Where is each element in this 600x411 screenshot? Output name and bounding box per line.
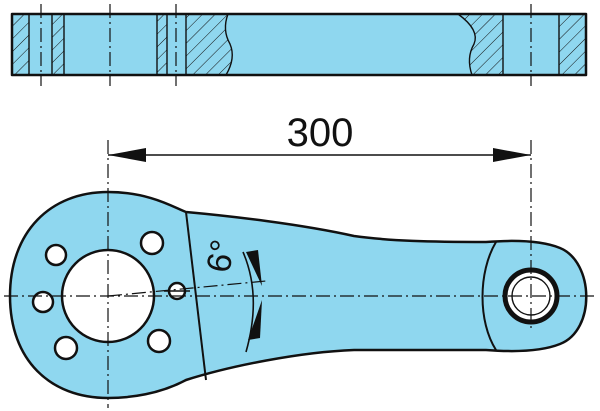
break-line-right bbox=[457, 13, 476, 76]
front-view bbox=[4, 140, 598, 408]
bolt-hole-top-left bbox=[44, 243, 68, 267]
hatch-right-break bbox=[458, 15, 503, 74]
length-dimension-label: 300 bbox=[287, 111, 354, 155]
angle-arrow-bottom bbox=[248, 300, 262, 340]
angle-dimension-label: 6° bbox=[200, 237, 243, 276]
angle-dimension: 6° bbox=[200, 237, 262, 353]
angle-arrow-top bbox=[246, 250, 262, 286]
hatch-right-outer bbox=[559, 15, 585, 74]
top-section-view bbox=[10, 4, 588, 86]
hatch-mid-break bbox=[186, 15, 233, 74]
angled-centerline bbox=[107, 280, 267, 297]
length-dimension: 300 bbox=[108, 111, 531, 162]
length-arrow-left bbox=[108, 148, 146, 162]
bolt-hole-bottom-left bbox=[53, 335, 79, 361]
angle-dim-arc bbox=[242, 251, 255, 353]
eye-boundary-line bbox=[481, 241, 497, 351]
hatch-left-outer bbox=[13, 15, 29, 74]
hatch-mid-left bbox=[157, 15, 167, 74]
break-line-left bbox=[224, 13, 233, 76]
bolt-hole-bottom-right bbox=[146, 328, 172, 354]
hatch-left-inner bbox=[52, 15, 64, 74]
bolt-hole-top-right bbox=[139, 230, 165, 256]
bolt-hole-left bbox=[31, 290, 55, 314]
length-arrow-right bbox=[493, 148, 531, 162]
